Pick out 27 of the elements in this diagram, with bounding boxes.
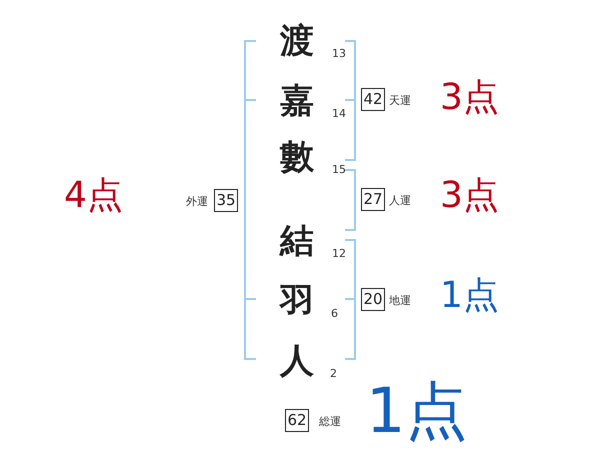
fortune-name: 人運 xyxy=(389,195,411,206)
name-character: 渡 xyxy=(280,24,314,58)
stroke-count: 15 xyxy=(332,164,346,175)
score-text: 1点 xyxy=(366,380,468,442)
number-box: 42 xyxy=(361,88,385,111)
stroke-count: 13 xyxy=(332,48,346,59)
name-character: 數 xyxy=(280,140,314,174)
number-box: 62 xyxy=(285,409,309,432)
stroke-count: 6 xyxy=(331,308,338,319)
number-box: 27 xyxy=(361,188,385,211)
fortune-name: 天運 xyxy=(389,95,411,106)
fortune-name: 総運 xyxy=(319,416,341,427)
name-character: 人 xyxy=(280,344,314,378)
score-text: 1点 xyxy=(440,278,499,314)
score-text: 3点 xyxy=(440,80,499,116)
stroke-count: 12 xyxy=(332,248,346,259)
name-character: 嘉 xyxy=(280,84,314,118)
number-box: 20 xyxy=(361,288,385,311)
number-box: 35 xyxy=(214,189,238,212)
stroke-count: 2 xyxy=(330,368,337,379)
score-text: 3点 xyxy=(440,178,499,214)
score-text: 4点 xyxy=(64,178,123,214)
name-character: 羽 xyxy=(280,284,314,318)
fortune-name: 外運 xyxy=(186,196,208,207)
name-character: 結 xyxy=(280,224,314,258)
stroke-count: 14 xyxy=(332,108,346,119)
fortune-name: 地運 xyxy=(389,295,411,306)
